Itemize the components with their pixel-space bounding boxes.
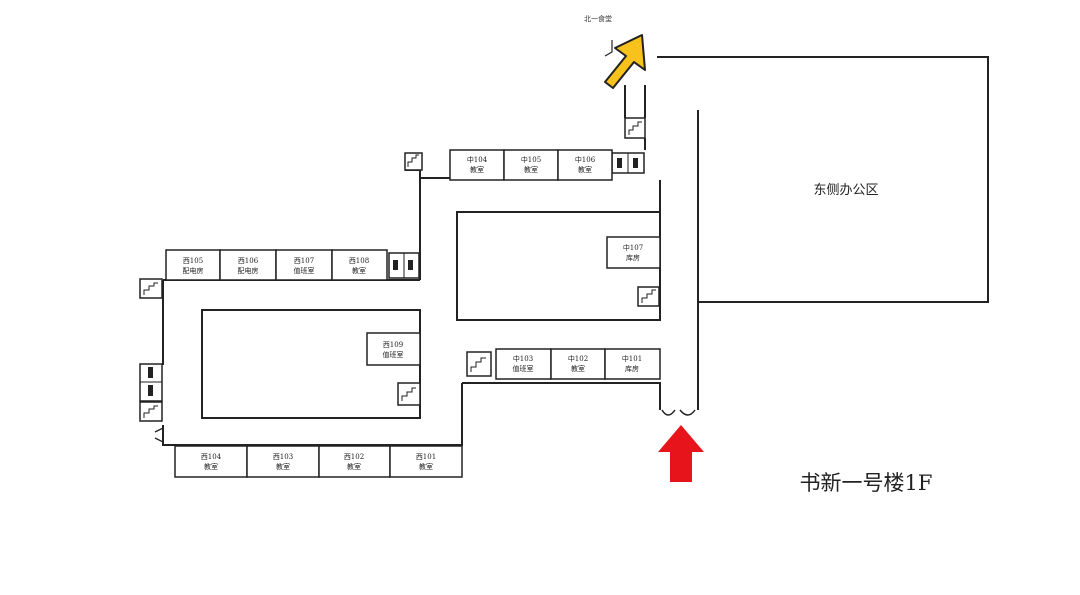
room-name: 教室 [524,165,538,174]
floor-title: 书新一号楼1F [800,471,933,495]
room-w108: 西108 教室 [331,249,388,281]
west-door [154,426,164,444]
room-code: 西102 [344,453,364,461]
room-m107: 中107 库房 [606,236,661,269]
room-code: 西103 [273,453,293,461]
room-m105: 中105 教室 [503,149,559,181]
room-code: 中103 [513,354,533,363]
room-m103: 中103 值班室 [495,348,552,380]
room-m106: 中106 教室 [557,149,613,181]
room-code: 西106 [238,257,259,265]
room-m104: 中104 教室 [449,149,505,181]
room-name: 库房 [625,364,639,373]
room-code: 西104 [201,453,222,461]
room-name: 教室 [578,165,592,174]
room-name: 教室 [347,462,361,471]
room-name: 值班室 [513,364,534,373]
stairs-icon [404,152,423,171]
room-name: 教室 [204,462,218,471]
room-code: 中104 [467,155,488,164]
room-name: 教室 [419,462,433,471]
room-code: 西109 [383,341,403,349]
room-w107: 西107 值班室 [275,249,333,281]
room-name: 配电房 [238,266,259,275]
room-name: 值班室 [294,266,315,275]
room-w105: 西105 配电房 [165,249,221,281]
stairs-icon [466,351,492,377]
stairs-icon [624,117,646,139]
pointer-arrow-icon [604,34,646,89]
east-office-label: 东侧办公区 [813,183,878,198]
room-code: 西108 [349,257,369,265]
entrance-door [661,409,696,416]
room-w101: 西101 教室 [389,445,463,478]
room-code: 中101 [622,354,642,363]
restroom-icon [388,252,420,279]
room-code: 中102 [568,354,588,363]
room-m101: 中101 库房 [604,348,661,380]
room-code: 中107 [623,243,643,252]
restroom-icon [139,363,163,402]
room-w104: 西104 教室 [174,445,248,478]
stairs-icon [139,401,163,422]
room-name: 教室 [352,266,366,275]
room-name: 值班室 [383,350,404,359]
room-name: 教室 [470,165,484,174]
room-w103: 西103 教室 [246,445,320,478]
room-code: 西107 [294,257,314,265]
room-code: 中106 [575,155,596,164]
room-w102: 西102 教室 [318,445,391,478]
north-canteen-label: 北一食堂 [584,14,612,23]
room-code: 西101 [416,453,436,461]
room-code: 西105 [183,257,203,265]
room-m102: 中102 教室 [550,348,606,380]
entrance-arrow-icon [658,425,704,482]
stairs-icon [397,382,421,406]
room-code: 中105 [521,155,541,164]
room-name: 配电房 [183,266,204,275]
room-name: 教室 [571,364,585,373]
restroom-icon [611,152,645,174]
stairs-icon [637,286,660,307]
stairs-icon [139,278,163,299]
room-w109: 西109 值班室 [366,332,421,366]
room-w106: 西106 配电房 [219,249,277,281]
room-name: 教室 [276,462,290,471]
room-name: 库房 [626,253,640,262]
